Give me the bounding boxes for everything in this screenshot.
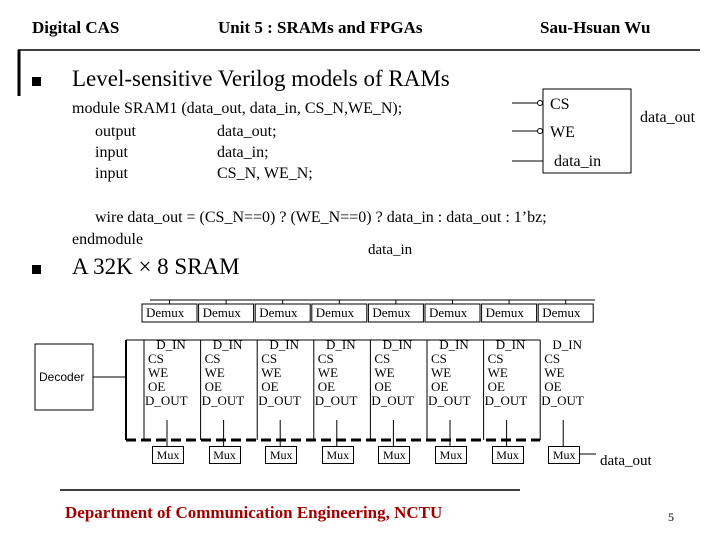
code-decl-kw-2: input [95,144,128,161]
cell-port-label: D_OUT [201,393,245,408]
cell-port-label: WE [374,365,395,380]
sram-data-in-label: data_in [554,153,602,170]
address-bus [93,339,596,455]
page-number: 5 [668,510,674,524]
demux-label: Demux [542,305,581,320]
decoder-box [34,343,94,411]
code-module-line: module SRAM1 (data_out, data_in, CS_N,WE… [72,100,403,117]
mux-box: Mux [321,446,354,464]
code-decl-name-3: CS_N, WE_N; [217,165,313,182]
mux-box: Mux [378,446,411,464]
cell-port-label: D_IN [325,337,356,352]
cell-port-label: D_OUT [484,393,528,408]
sram-data-out-label: data_out [640,109,696,126]
header-unit: Unit 5 : SRAMs and FPGAs [218,18,423,37]
cell-port-label: CS [148,351,164,366]
cell-port-label: WE [487,365,508,380]
cell-port-label: CS [544,351,561,366]
demux-label: Demux [485,305,524,320]
cell-port-label: OE [487,379,505,394]
cell-port-label: D_OUT [258,393,301,408]
code-decl-kw-3: input [95,165,128,182]
cell-port-label: CS [487,351,504,366]
cell-port-label: D_OUT [428,393,471,408]
cell-port-label: OE [204,379,222,394]
code-decl-name-1: data_out; [217,123,277,140]
cell-port-label: D_OUT [371,393,414,408]
cell-port-label: WE [317,365,339,380]
cell-port-label: D_IN [156,337,186,352]
demux-label: Demux [202,305,241,320]
cell-port-label: OE [431,379,449,394]
mux-box: Mux [208,446,241,464]
demux-label: Demux [429,305,468,320]
demux-label: Demux [146,305,185,320]
cell-port-label: OE [317,379,336,394]
header-author: Sau-Hsuan Wu [540,18,651,37]
cell-port-label: OE [544,379,562,394]
cell-port-label: D_IN [495,337,526,352]
header-course: Digital CAS [32,18,120,37]
mux-box: Mux [491,446,524,464]
cell-port-label: WE [261,365,282,380]
sram-we-label: WE [550,124,575,141]
demux-label: Demux [315,305,355,320]
cell-port-label: D_IN [212,337,243,352]
mux-box: Mux [265,446,298,464]
cell-port-label: WE [148,365,169,380]
cell-port-label: CS [204,351,221,366]
demux-label: Demux [372,305,411,320]
bullet-title-1: Level-sensitive Verilog models of RAMs [72,66,450,91]
cell-port-label: CS [374,351,391,366]
cell-port-label: CS [261,351,278,366]
cell-port-label: D_IN [382,337,413,352]
cell-port-label: OE [261,379,279,394]
diagram-data-out-label: data_out [600,453,652,469]
footer-department: Department of Communication Engineering,… [65,503,443,522]
cell-port-label: OE [148,379,166,394]
cell-port-label: D_OUT [541,393,584,408]
cell-port-label: D_OUT [145,393,188,408]
cell-port-label: WE [431,365,452,380]
cell-port-label: D_OUT [314,393,358,408]
bullet-title-2: A 32K × 8 SRAM [72,254,240,279]
cell-port-label: CS [431,351,447,366]
demux-row [141,300,594,323]
cell-port-label: WE [544,365,565,380]
cell-port-label: WE [204,365,225,380]
cell-port-label: D_IN [552,337,582,352]
mux-box: Mux [435,446,467,464]
code-decl-kw-1: output [95,123,136,140]
bullet-marker [32,77,41,86]
demux-label: Demux [259,305,298,320]
code-decl-name-2: data_in; [217,144,269,161]
cell-port-label: D_IN [269,337,299,352]
cell-port-label: CS [317,351,334,366]
mux-box: Mux [548,446,581,464]
code-wire-line: wire data_out = (CS_N==0) ? (WE_N==0) ? … [95,209,547,226]
sram1-block-symbol [512,88,632,174]
code-endmodule: endmodule [72,231,144,248]
decoder-label: Decoder [39,370,85,384]
sram-cs-label: CS [550,96,570,113]
cell-port-label: OE [374,379,392,394]
cell-port-label: D_IN [439,337,469,352]
diagram-data-in-label: data_in [368,242,413,258]
mux-box: Mux [152,446,184,464]
bullet-marker [32,265,41,274]
